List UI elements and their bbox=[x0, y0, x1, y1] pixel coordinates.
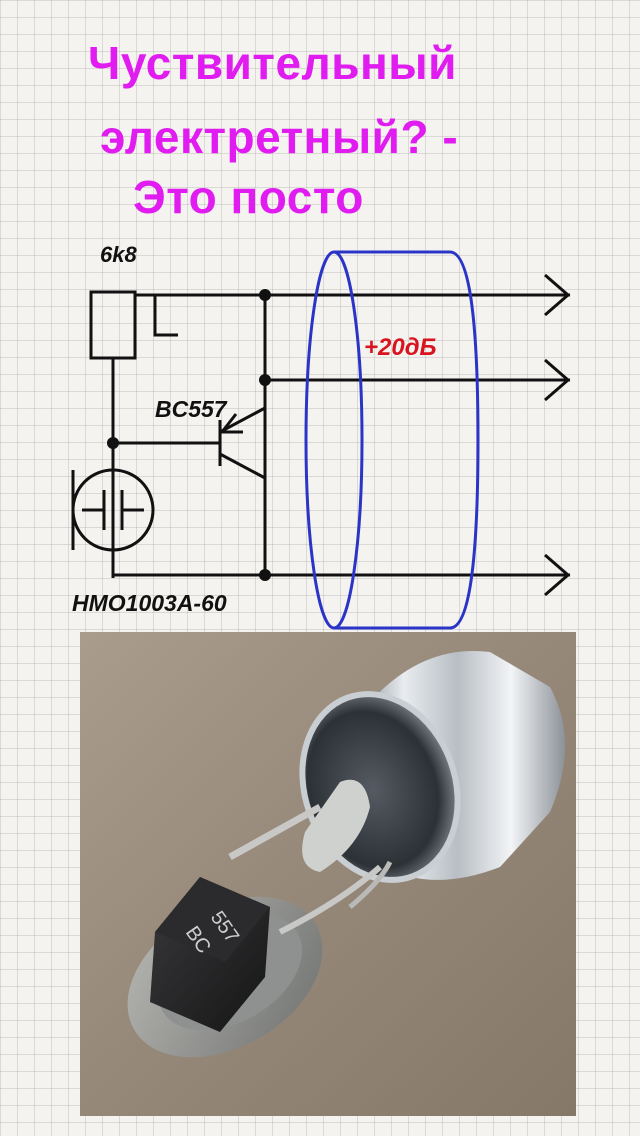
junction-dot bbox=[259, 374, 271, 386]
transistor-label: BC557 bbox=[155, 396, 227, 422]
transistor-emitter bbox=[219, 406, 266, 434]
junction-dot bbox=[107, 437, 119, 449]
shield-front-ellipse bbox=[304, 250, 364, 630]
solder-joint bbox=[302, 779, 370, 872]
output-arrow-bottom bbox=[544, 553, 571, 597]
transistor-collector bbox=[219, 452, 266, 480]
title-line-2: электретный? - bbox=[100, 111, 459, 163]
output-arrow-middle bbox=[544, 358, 571, 402]
resistor-wiper bbox=[153, 295, 178, 337]
resistor-label: 6k8 bbox=[100, 242, 137, 267]
junction-dot bbox=[259, 289, 271, 301]
title-line-1: Чуствительный bbox=[88, 37, 457, 89]
microphone-capsule bbox=[71, 468, 155, 552]
microphone-label: HMO1003A-60 bbox=[72, 590, 227, 616]
gain-label: +20дБ bbox=[364, 334, 437, 361]
lead-wire bbox=[228, 803, 322, 861]
shield-back-arc bbox=[449, 250, 480, 630]
transistor-arrow bbox=[218, 413, 243, 434]
assembly-photo: 557 BC bbox=[80, 632, 576, 1116]
resistor-symbol bbox=[89, 290, 137, 360]
wire-bottom-rail bbox=[111, 573, 570, 578]
title-line-3: Это посто bbox=[133, 171, 364, 223]
circuit-schematic bbox=[71, 250, 571, 630]
lead-wire bbox=[348, 860, 393, 909]
junction-dot bbox=[259, 569, 271, 581]
output-arrow-top bbox=[544, 273, 571, 317]
lead-wire bbox=[278, 864, 382, 935]
transistor-top bbox=[155, 877, 270, 962]
